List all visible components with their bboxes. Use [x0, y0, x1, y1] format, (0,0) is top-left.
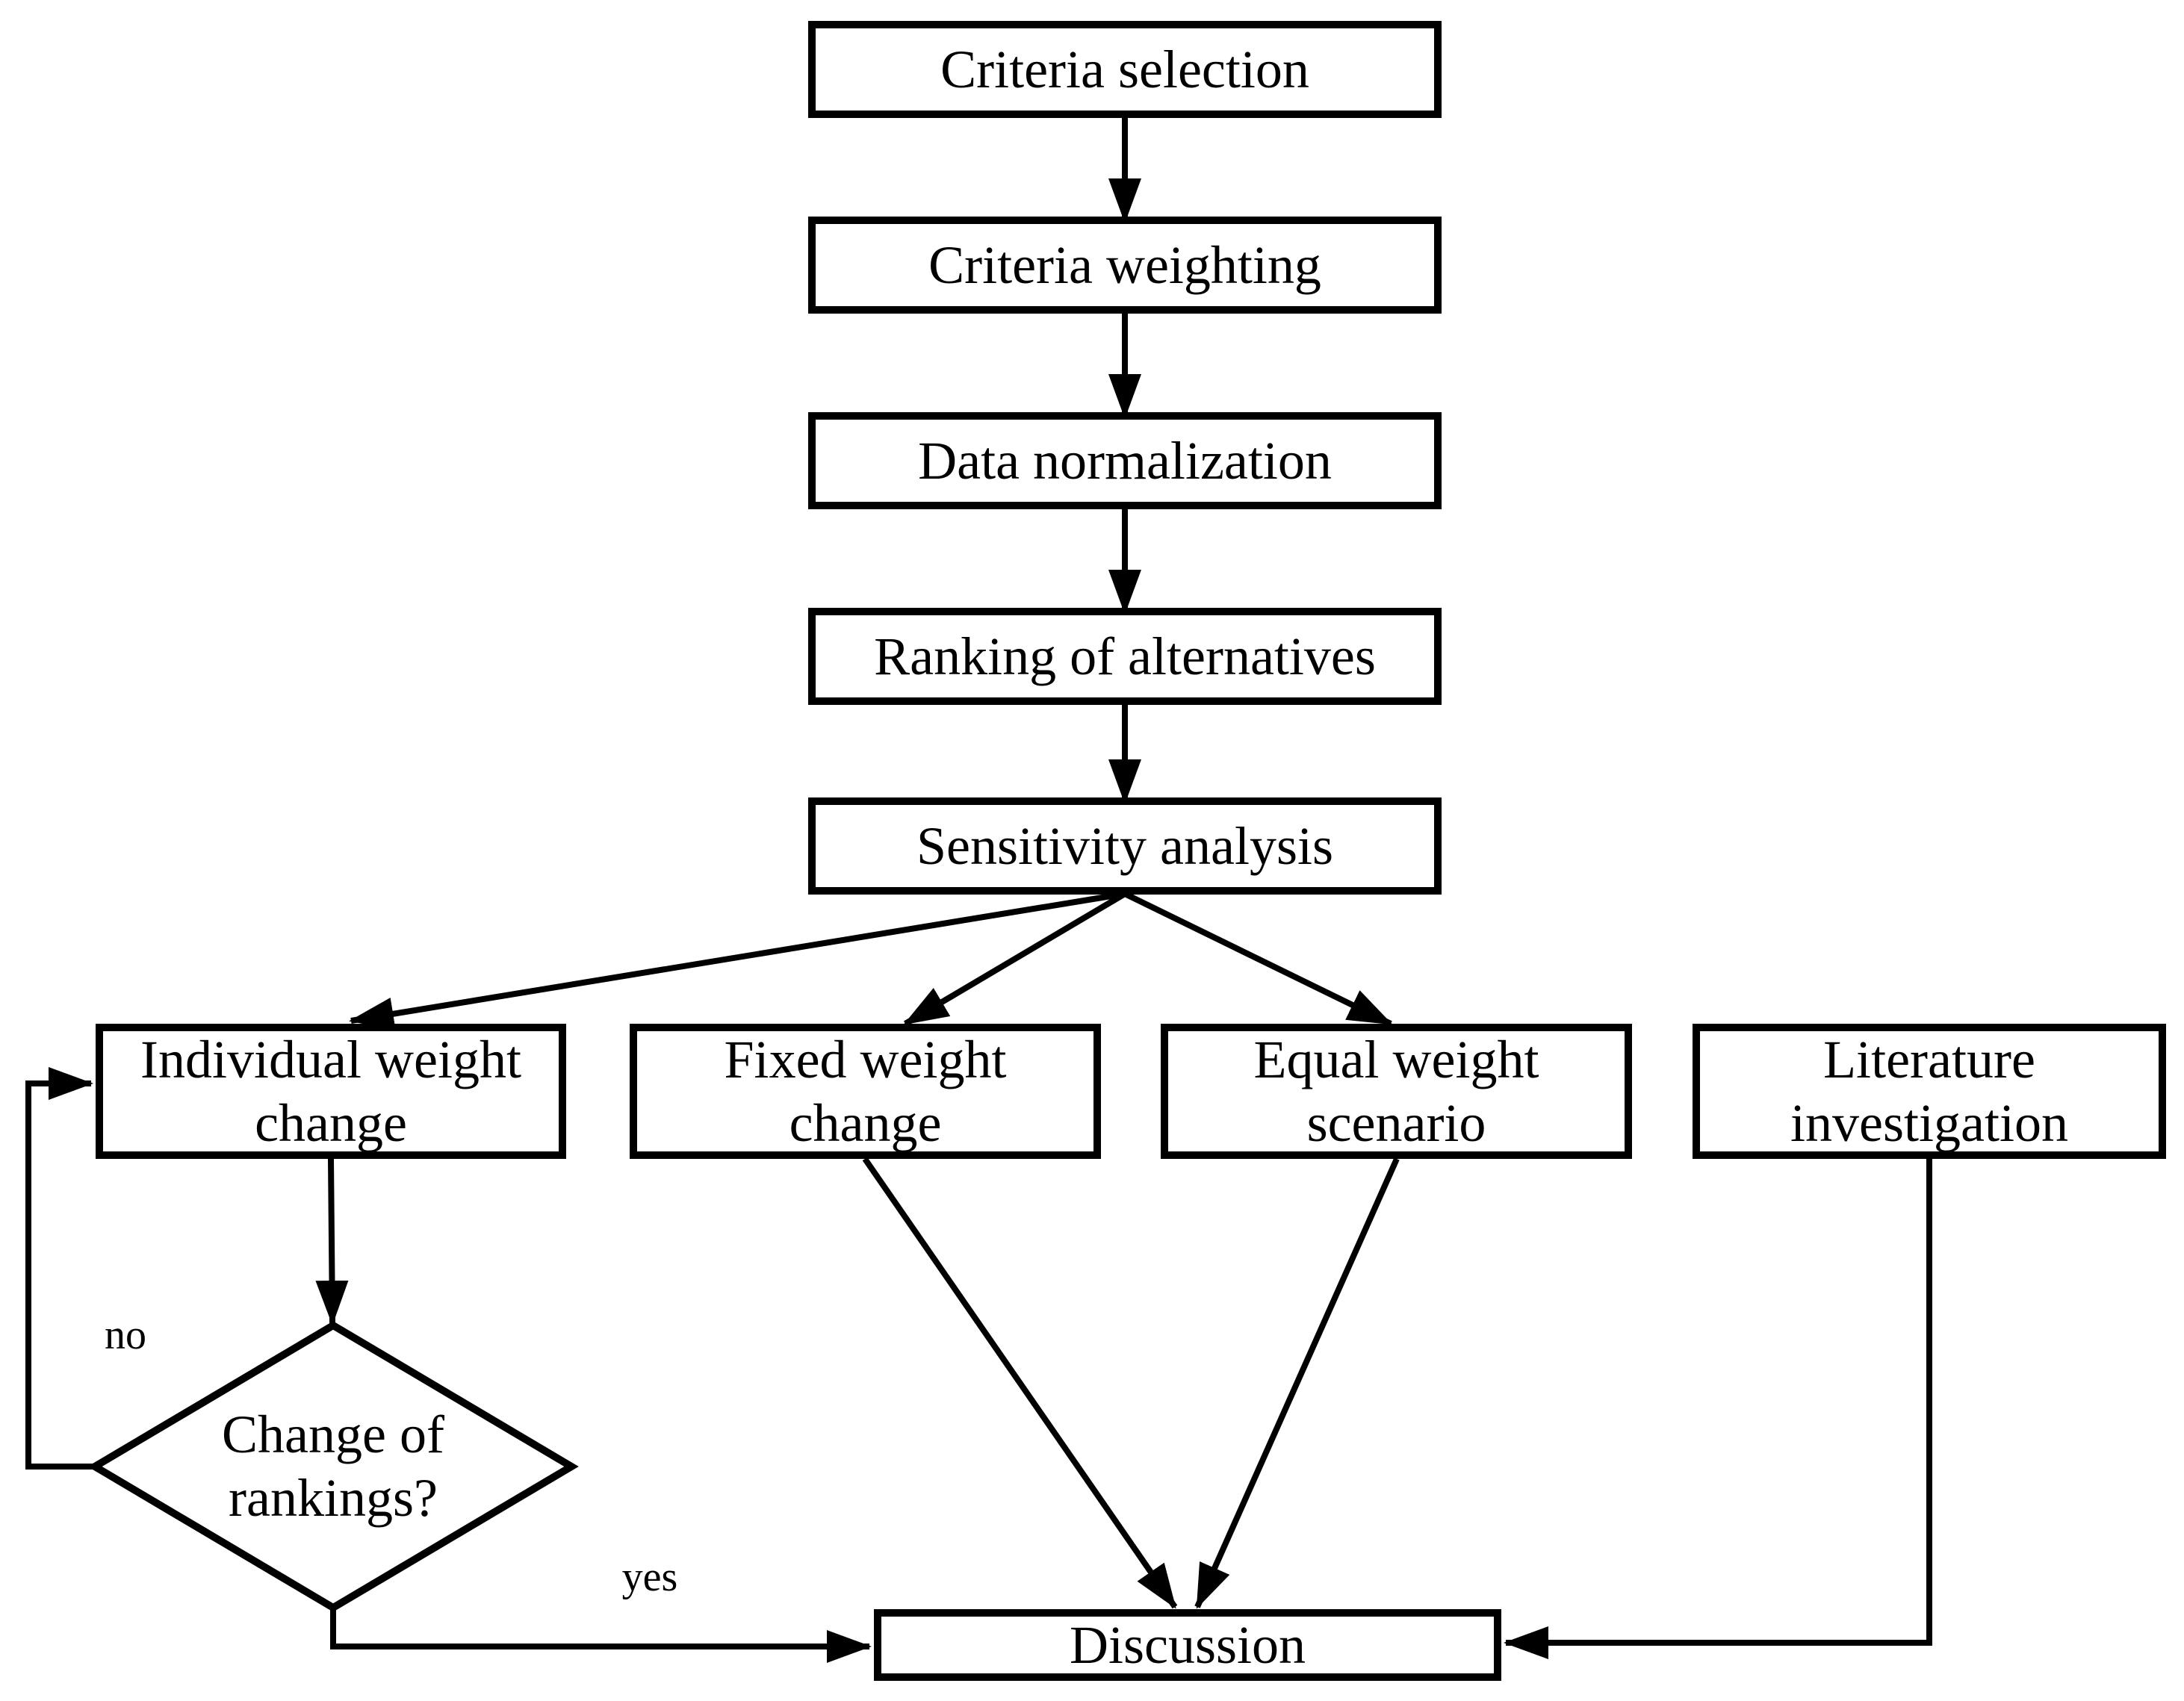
node-individual-weight-change: Individual weight change: [96, 1024, 566, 1159]
edge-sensitivity-analysis-to-equal-weight-scenario: [1123, 891, 1393, 1027]
edge-sensitivity-analysis-to-fixed-weight-change: [903, 891, 1127, 1027]
edge-label-yes: yes: [621, 1554, 678, 1600]
node-equal-weight-scenario: Equal weight scenario: [1161, 1024, 1632, 1159]
node-sensitivity-analysis: Sensitivity analysis: [808, 797, 1442, 895]
edge-sensitivity-analysis-to-individual-weight-change: [349, 891, 1126, 1030]
edge-change-of-rankings-no-loop: [25, 1067, 95, 1470]
edge-equal-weight-scenario-to-discussion: [1194, 1157, 1400, 1609]
node-data-normalization: Data normalization: [808, 412, 1442, 509]
node-ranking-of-alternatives: Ranking of alternatives: [808, 608, 1442, 705]
edge-fixed-weight-change-to-discussion: [862, 1157, 1178, 1609]
node-change-of-rankings-label: Change of rankings?: [222, 1405, 444, 1528]
edge-change-of-rankings-yes-to-discussion: [330, 1605, 872, 1663]
node-literature-investigation: Literature investigation: [1693, 1024, 2166, 1159]
node-criteria-weighting: Criteria weighting: [808, 217, 1442, 314]
edge-literature-investigation-to-discussion: [1504, 1159, 1932, 1659]
node-fixed-weight-change: Fixed weight change: [630, 1024, 1101, 1159]
edge-individual-weight-change-to-change-of-rankings: [315, 1158, 349, 1325]
decision-diamond-shape: [87, 1321, 579, 1612]
node-discussion: Discussion: [874, 1609, 1501, 1681]
edge-label-no: no: [105, 1312, 146, 1358]
node-criteria-selection: Criteria selection: [808, 21, 1442, 118]
